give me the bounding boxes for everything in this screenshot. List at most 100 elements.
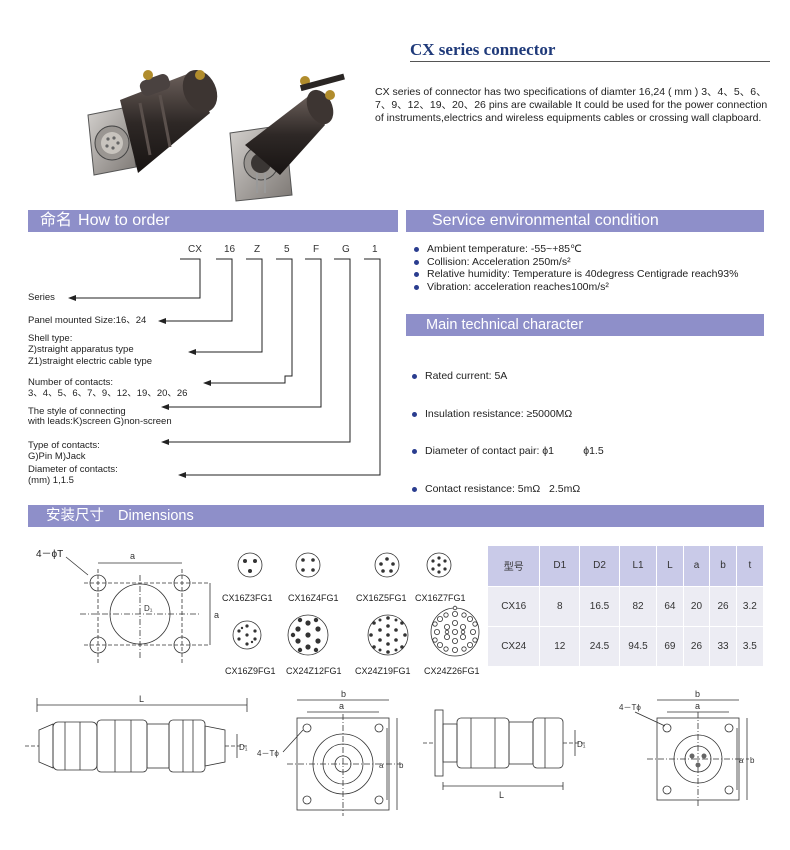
service-item: Collision: Acceleration 250m/s² — [410, 256, 760, 269]
code-type: G — [342, 244, 350, 255]
dimensions-band-cn: 安装尺寸 — [46, 508, 104, 524]
technical-item: Insulation resistance: ≥5000MΩ — [408, 408, 758, 421]
table-header: a — [683, 546, 711, 586]
table-cell: 16.5 — [579, 585, 620, 626]
table-cell: 94.5 — [619, 625, 658, 666]
table-cell: 3.5 — [736, 625, 765, 666]
dimensions-band-en: Dimensions — [118, 508, 194, 524]
drawing-b-label: b — [341, 690, 346, 699]
technical-drawings: L D₁ b a 4－Tϕ a b D₁ L b a 4－Tϕ a b — [25, 690, 755, 816]
table-header: L — [656, 546, 684, 586]
table-cell: 82 — [619, 585, 658, 626]
technical-list: Rated current: 5A Insulation resistance:… — [408, 345, 758, 508]
panel-a-label-2: a — [214, 610, 219, 620]
table-cell: 8 — [539, 585, 581, 626]
table-cell: CX16 — [488, 585, 541, 626]
drawing-a-side-label: a — [379, 761, 384, 770]
code-shell: Z — [254, 244, 261, 255]
drawing-L-label: L — [139, 694, 144, 704]
drawing-t-label: 4－Tϕ — [257, 749, 279, 758]
connector-photo-1 — [87, 69, 218, 176]
label-style-2: with leads:K)screen G)non-screen — [28, 416, 172, 427]
pin-label: CX16Z4FG1 — [288, 593, 339, 603]
service-item: Vibration: acceleration reaches100m/s² — [410, 281, 760, 294]
drawing-d1-label-2: D₁ — [577, 740, 586, 749]
table-header: D1 — [539, 546, 581, 586]
panel-d-label: D₁ — [144, 604, 153, 613]
table-cell: 20 — [683, 585, 711, 626]
table-header: b — [709, 546, 737, 586]
code-contacts: 5 — [284, 244, 290, 255]
panel-cutout-drawing: a a D₁ — [65, 551, 219, 663]
technical-item: Contact resistance: 5mΩ 2.5mΩ — [408, 483, 758, 496]
service-list: Ambient temperature: -55~+85℃ Collision:… — [410, 243, 760, 293]
service-item: Ambient temperature: -55~+85℃ — [410, 243, 760, 256]
label-diam-2: (mm) 1,1.5 — [28, 475, 74, 486]
panel-a-label: a — [130, 551, 135, 561]
table-cell: 64 — [656, 585, 684, 626]
panel-hole-label: 4－ϕT — [36, 549, 64, 560]
intro-text: CX series of connector has two specifica… — [375, 86, 768, 124]
table-header-row: 型号 D1 D2 L1 L a b t — [488, 546, 765, 586]
table-cell: 24.5 — [579, 625, 620, 666]
label-type-1: Type of contacts: — [28, 440, 100, 451]
code-style: F — [313, 244, 320, 255]
technical-band: Main technical character — [406, 314, 764, 336]
table-header: D2 — [579, 546, 620, 586]
drawing-a-side-label-2: a — [739, 756, 744, 765]
label-contacts-2: 3、4、5、6、7、9、12、19、20、26 — [28, 388, 188, 399]
service-band: Service environmental condition — [406, 210, 764, 232]
drawing-t-label-2: 4－Tϕ — [619, 703, 641, 712]
drawing-a-label: a — [339, 701, 344, 711]
drawing-b-label-2: b — [695, 690, 700, 699]
table-row: CX16 8 16.5 82 64 20 26 3.2 — [488, 585, 765, 626]
page-title: CX series connector — [410, 40, 556, 59]
table-header: L1 — [619, 546, 658, 586]
label-style-1: The style of connecting — [28, 406, 126, 417]
drawing-b-side-label-2: b — [750, 756, 755, 765]
table-header: 型号 — [488, 546, 541, 586]
how-to-order-band: 命名 How to order — [28, 210, 398, 232]
table-cell: 3.2 — [736, 585, 765, 626]
service-item: Relative humidity: Temperature is 40degr… — [410, 268, 760, 281]
table-cell: 33 — [709, 625, 737, 666]
drawing-a-label-2: a — [695, 701, 700, 711]
drawing-b-side-label: b — [399, 761, 404, 770]
dimensions-table: 型号 D1 D2 L1 L a b t CX16 8 16.5 82 64 20… — [488, 546, 765, 666]
connector-photo-2 — [229, 73, 345, 202]
label-shell-1: Shell type: — [28, 333, 73, 344]
how-to-order-band-cn: 命名 — [40, 212, 73, 229]
drawing-L-label-2: L — [499, 790, 504, 800]
pin-label: CX16Z7FG1 — [415, 593, 466, 603]
pin-layouts — [232, 552, 480, 657]
label-series: Series — [28, 292, 55, 303]
pin-label: CX16Z9FG1 — [225, 666, 276, 676]
pin-label: CX16Z5FG1 — [356, 593, 407, 603]
pin-label: CX24Z19FG1 — [355, 666, 411, 676]
label-diam-1: Diameter of contacts: — [28, 464, 118, 475]
technical-item: Rated current: 5A — [408, 370, 758, 383]
label-panel: Panel mounted Size:16、24 — [28, 315, 147, 326]
table-cell: 69 — [656, 625, 684, 666]
product-photo — [87, 69, 345, 202]
label-type-2: G)Pin M)Jack — [28, 451, 86, 462]
pin-label: CX24Z12FG1 — [286, 666, 342, 676]
order-leader-lines — [68, 258, 381, 478]
dimensions-band: 安装尺寸 Dimensions — [28, 505, 764, 527]
code-size: 16 — [224, 244, 236, 255]
table-cell: CX24 — [488, 625, 541, 666]
label-shell-3: Z1)straight electric cable type — [28, 356, 153, 367]
drawing-d1-label: D₁ — [239, 743, 248, 752]
label-contacts-1: Number of contacts: — [28, 377, 114, 388]
title-rule — [410, 61, 770, 62]
table-cell: 12 — [539, 625, 581, 666]
code-diameter: 1 — [372, 244, 378, 255]
table-header: t — [736, 546, 765, 586]
pin-label: CX24Z26FG1 — [424, 666, 480, 676]
order-code: CX 16 Z 5 F G 1 — [0, 244, 400, 258]
how-to-order-band-en: How to order — [78, 212, 170, 229]
code-series: CX — [188, 244, 202, 255]
technical-item: Diameter of contact pair: ϕ1 ϕ1.5 — [408, 445, 758, 458]
pin-label: CX16Z3FG1 — [222, 593, 273, 603]
label-shell-2: Z)straight apparatus type — [28, 344, 134, 355]
